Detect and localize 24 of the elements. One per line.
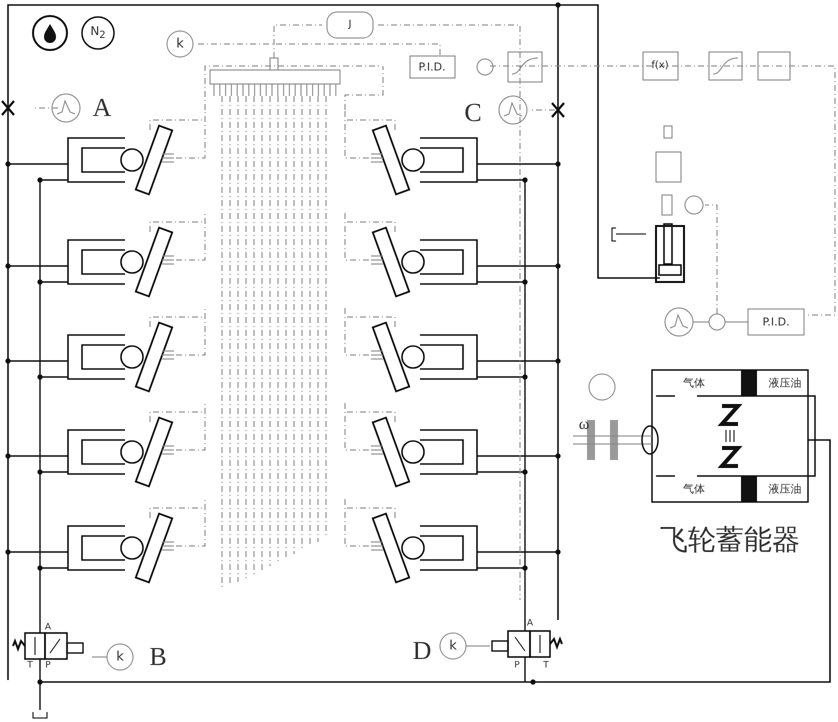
port-label: P bbox=[514, 662, 520, 670]
section-letter: D bbox=[412, 638, 432, 664]
port-label: T bbox=[543, 662, 549, 670]
gain-label: k bbox=[176, 38, 184, 50]
controller-label: P.I.D. bbox=[762, 316, 790, 328]
controller-label: P.I.D. bbox=[418, 62, 446, 72]
speed-symbol: ω bbox=[578, 417, 590, 433]
section-letter: B bbox=[149, 644, 167, 670]
gain-label: k bbox=[116, 650, 124, 664]
section-letter: C bbox=[464, 100, 482, 126]
gas-symbol-label: N$_{2}$ bbox=[90, 24, 106, 42]
port-label: T bbox=[27, 662, 33, 670]
port-label: P bbox=[45, 662, 51, 670]
port-label: A bbox=[526, 620, 534, 628]
chamber-label: 液压油 bbox=[768, 378, 802, 388]
chamber-label: 液压油 bbox=[768, 484, 802, 494]
chamber-label: 气体 bbox=[683, 484, 705, 494]
chamber-label: 气体 bbox=[683, 378, 705, 388]
port-label: A bbox=[44, 624, 52, 632]
component-title: 飞轮蓄能器 bbox=[660, 526, 800, 554]
section-letter: A bbox=[92, 95, 112, 121]
gain-label: k bbox=[449, 640, 457, 652]
function-label: f(x) bbox=[651, 61, 669, 71]
inertia-label: J bbox=[348, 20, 352, 30]
